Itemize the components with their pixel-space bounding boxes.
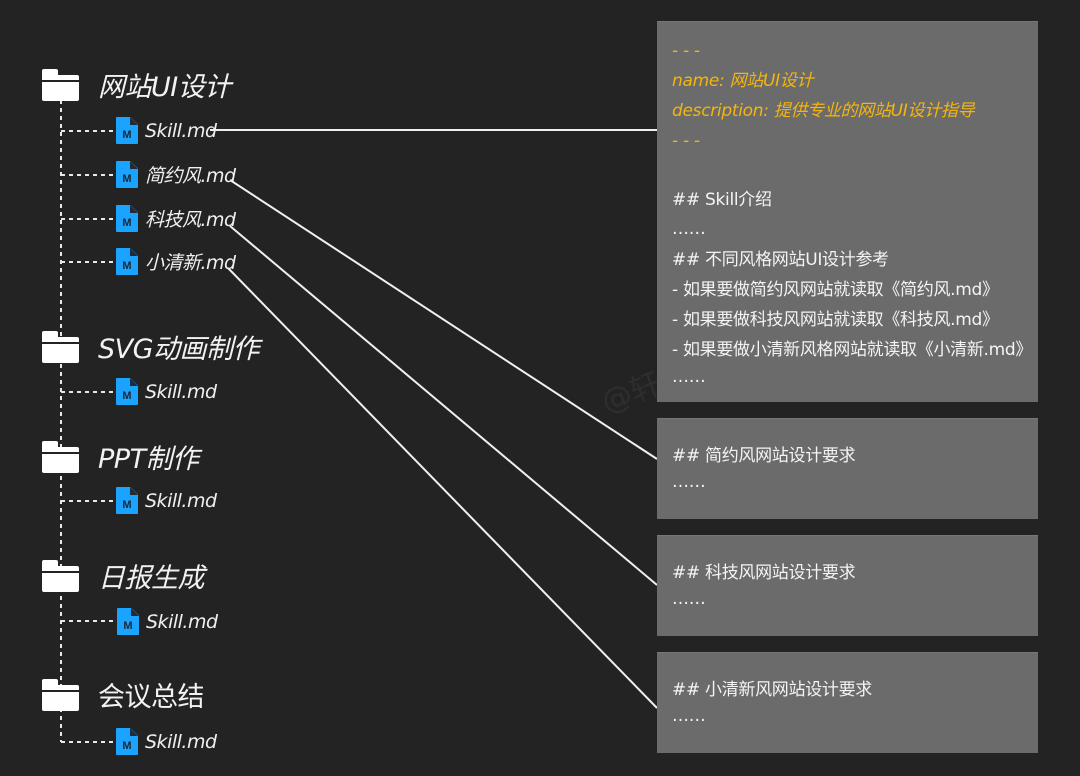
frontmatter-description: description: 提供专业的网站UI设计指导	[672, 101, 975, 121]
markdown-file-icon: M	[116, 378, 138, 405]
file-skill-md[interactable]: M Skill.md	[117, 608, 218, 635]
file-skill-md[interactable]: M Skill.md	[116, 487, 217, 514]
file-skill-md[interactable]: M Skill.md	[116, 378, 217, 405]
file-minimal-style-md[interactable]: M 简约风.md	[116, 161, 236, 188]
ellipsis: ……	[672, 367, 706, 387]
file-tech-style-md[interactable]: M 科技风.md	[116, 205, 236, 232]
box-heading: ## 小清新风网站设计要求	[672, 680, 872, 700]
folder-icon	[42, 560, 79, 592]
folder-label: PPT制作	[98, 444, 199, 475]
file-skill-md[interactable]: M Skill.md	[116, 117, 217, 144]
folder-meeting-summary[interactable]: 会议总结	[42, 679, 205, 713]
file-fresh-style-md[interactable]: M 小清新.md	[116, 248, 236, 275]
markdown-file-icon: M	[116, 117, 138, 144]
ellipsis: ……	[672, 219, 706, 239]
folder-icon	[42, 441, 79, 473]
file-label: Skill.md	[145, 380, 217, 403]
folder-icon	[42, 331, 79, 363]
reference-item-fresh: - 如果要做小清新风格网站就读取《小清新.md》	[672, 340, 1033, 360]
markdown-file-icon: M	[117, 608, 139, 635]
reference-item-tech: - 如果要做科技风网站就读取《科技风.md》	[672, 310, 999, 330]
minimal-style-content-box: ## 简约风网站设计要求 ……	[657, 418, 1038, 519]
markdown-file-icon: M	[116, 487, 138, 514]
folder-label: 网站UI设计	[98, 72, 231, 103]
file-label: Skill.md	[145, 489, 217, 512]
file-label: 简约风.md	[145, 165, 236, 187]
file-label: 科技风.md	[145, 209, 236, 231]
folder-icon	[42, 69, 79, 101]
folder-daily-report[interactable]: 日报生成	[42, 560, 205, 594]
folder-ppt[interactable]: PPT制作	[42, 441, 199, 475]
reference-item-minimal: - 如果要做简约风网站就读取《简约风.md》	[672, 280, 999, 300]
folder-label: 会议总结	[98, 682, 205, 713]
ellipsis: ……	[672, 589, 706, 609]
folder-web-ui-design[interactable]: 网站UI设计	[42, 69, 231, 103]
frontmatter-close: - - -	[672, 131, 700, 151]
heading-style-reference: ## 不同风格网站UI设计参考	[672, 250, 889, 270]
folder-label: 日报生成	[98, 563, 205, 594]
markdown-file-icon: M	[116, 248, 138, 275]
box-heading: ## 科技风网站设计要求	[672, 563, 856, 583]
folder-label: SVG动画制作	[98, 334, 260, 365]
markdown-file-icon: M	[116, 728, 138, 755]
tech-style-content-box: ## 科技风网站设计要求 ……	[657, 535, 1038, 636]
markdown-file-icon: M	[116, 161, 138, 188]
fresh-style-content-box: ## 小清新风网站设计要求 ……	[657, 652, 1038, 753]
file-label: Skill.md	[145, 730, 217, 753]
file-skill-md[interactable]: M Skill.md	[116, 728, 217, 755]
frontmatter-open: - - -	[672, 41, 700, 61]
ellipsis: ……	[672, 472, 706, 492]
box-heading: ## 简约风网站设计要求	[672, 446, 856, 466]
file-label: Skill.md	[146, 610, 218, 633]
ellipsis: ……	[672, 706, 706, 726]
markdown-file-icon: M	[116, 205, 138, 232]
folder-icon	[42, 679, 79, 711]
folder-svg-animation[interactable]: SVG动画制作	[42, 331, 260, 365]
file-label: Skill.md	[145, 119, 217, 142]
heading-skill-intro: ## Skill介绍	[672, 190, 772, 210]
skill-md-content-box: - - - name: 网站UI设计 description: 提供专业的网站U…	[657, 21, 1038, 402]
file-label: 小清新.md	[145, 252, 236, 274]
frontmatter-name: name: 网站UI设计	[672, 71, 814, 91]
